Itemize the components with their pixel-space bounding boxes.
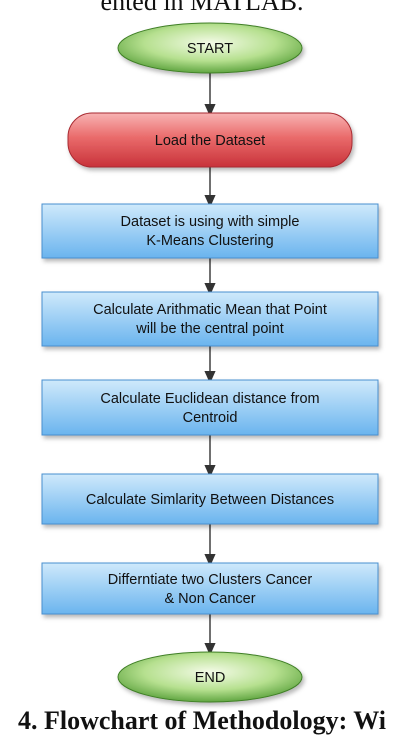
step-2-node: Calculate Arithmatic Mean that Point wil…: [41, 291, 379, 347]
start-label: START: [187, 41, 233, 57]
caption-bottom: 4. Flowchart of Methodology: Wi: [17, 706, 387, 735]
step-1-line-2: K-Means Clustering: [146, 233, 273, 249]
step-5-node: Differntiate two Clusters Cancer & Non C…: [41, 562, 379, 615]
step-5-line-2: & Non Cancer: [164, 591, 255, 607]
end-label: END: [195, 670, 226, 686]
step-2-line-1: Calculate Arithmatic Mean that Point: [93, 302, 327, 318]
end-node: END: [117, 651, 303, 703]
step-1-line-1: Dataset is using with simple: [121, 214, 300, 230]
step-1-node: Dataset is using with simple K-Means Clu…: [41, 203, 379, 259]
step-3-line-2: Centroid: [183, 410, 238, 426]
caption-top: ented in MATLAB.: [100, 0, 304, 16]
step-2-line-2: will be the central point: [135, 321, 284, 337]
step-3-line-1: Calculate Euclidean distance from: [100, 391, 319, 407]
step-5-line-1: Differntiate two Clusters Cancer: [108, 572, 313, 588]
step-4-node: Calculate Simlarity Between Distances: [41, 473, 379, 525]
step-4-line-1: Calculate Simlarity Between Distances: [86, 492, 334, 508]
start-node: START: [117, 22, 303, 74]
load-dataset-node: Load the Dataset: [67, 112, 353, 168]
load-dataset-label: Load the Dataset: [155, 133, 265, 149]
step-3-node: Calculate Euclidean distance from Centro…: [41, 379, 379, 436]
